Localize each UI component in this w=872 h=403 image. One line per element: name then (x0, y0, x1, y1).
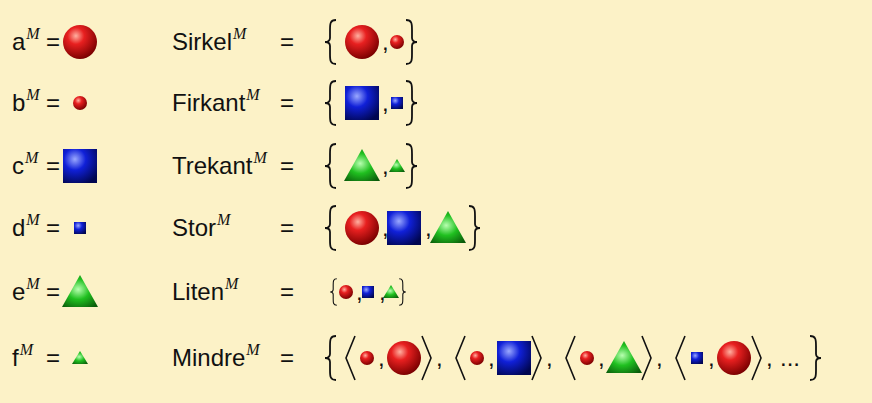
model-superscript: M (217, 210, 230, 230)
equals-sign: = (46, 278, 60, 306)
predicate-name: Liten (172, 278, 224, 306)
equals-sign: = (46, 344, 60, 372)
angle-bracket (422, 336, 431, 380)
comma: , (379, 278, 386, 306)
angle-bracket (532, 336, 541, 380)
big-triangle (62, 275, 98, 307)
model-superscript: M (246, 340, 259, 360)
comma: , (656, 344, 663, 372)
comma: , (488, 344, 495, 372)
angle-bracket (346, 336, 355, 380)
ellipsis: ... (780, 344, 800, 372)
brace (406, 81, 417, 125)
comma: , (436, 344, 443, 372)
predicate-name: Trekant (172, 152, 252, 180)
comma: , (356, 278, 363, 306)
comma: , (378, 344, 385, 372)
small-circle (470, 351, 484, 365)
small-square (391, 97, 403, 109)
big-circle (387, 341, 421, 375)
equals-sign: = (46, 214, 60, 242)
equals-sign: = (280, 344, 294, 372)
big-circle (345, 211, 379, 245)
comma: , (546, 344, 553, 372)
small-square (691, 352, 703, 364)
small-triangle (389, 159, 405, 172)
angle-bracket (676, 336, 685, 380)
small-circle (580, 351, 594, 365)
model-superscript: M (20, 340, 33, 360)
comma: , (382, 214, 389, 242)
equals-sign: = (280, 278, 294, 306)
brace (325, 20, 336, 64)
model-superscript: M (26, 85, 39, 105)
small-circle (73, 96, 87, 110)
brace (469, 206, 480, 250)
small-square (362, 286, 374, 298)
constant-symbol: e (12, 278, 25, 306)
comma: , (382, 28, 389, 56)
brace (810, 336, 821, 380)
constant-symbol: d (12, 214, 25, 242)
big-square (387, 211, 421, 245)
comma: , (382, 152, 389, 180)
big-circle (717, 341, 751, 375)
brace (399, 279, 406, 305)
big-triangle (344, 149, 380, 181)
model-superscript: M (25, 148, 38, 168)
small-circle (339, 285, 353, 299)
small-triangle (72, 351, 88, 364)
comma: , (708, 344, 715, 372)
angle-bracket (456, 336, 465, 380)
equals-sign: = (46, 28, 60, 56)
angle-bracket (642, 336, 651, 380)
small-square (74, 222, 86, 234)
model-superscript: M (246, 85, 259, 105)
predicate-name: Mindre (172, 344, 245, 372)
small-circle (390, 35, 404, 49)
big-square (497, 341, 531, 375)
equals-sign: = (280, 28, 294, 56)
predicate-name: Stor (172, 214, 216, 242)
small-circle (360, 351, 374, 365)
big-square (63, 149, 97, 183)
model-superscript: M (225, 274, 238, 294)
equals-sign: = (280, 214, 294, 242)
big-circle (63, 25, 97, 59)
model-superscript: M (26, 274, 39, 294)
model-superscript: M (233, 24, 246, 44)
constant-symbol: b (12, 89, 25, 117)
brace (406, 144, 417, 188)
brace (325, 206, 336, 250)
big-circle (345, 25, 379, 59)
brace (325, 336, 336, 380)
comma: , (382, 89, 389, 117)
big-square (345, 86, 379, 120)
model-superscript: M (26, 210, 39, 230)
model-superscript: M (253, 148, 266, 168)
brace (325, 144, 336, 188)
model-superscript: M (26, 24, 39, 44)
comma: , (766, 344, 773, 372)
brace (325, 81, 336, 125)
predicate-name: Firkant (172, 89, 245, 117)
brace (406, 20, 417, 64)
equals-sign: = (46, 89, 60, 117)
equals-sign: = (280, 89, 294, 117)
angle-bracket (752, 336, 761, 380)
big-triangle (606, 341, 642, 373)
angle-bracket (566, 336, 575, 380)
big-triangle (430, 211, 466, 243)
comma: , (598, 344, 605, 372)
brace (330, 279, 337, 305)
constant-symbol: a (12, 28, 25, 56)
predicate-name: Sirkel (172, 28, 232, 56)
equals-sign: = (280, 152, 294, 180)
equals-sign: = (46, 152, 60, 180)
constant-symbol: c (12, 152, 24, 180)
constant-symbol: f (12, 344, 19, 372)
comma: , (425, 214, 432, 242)
